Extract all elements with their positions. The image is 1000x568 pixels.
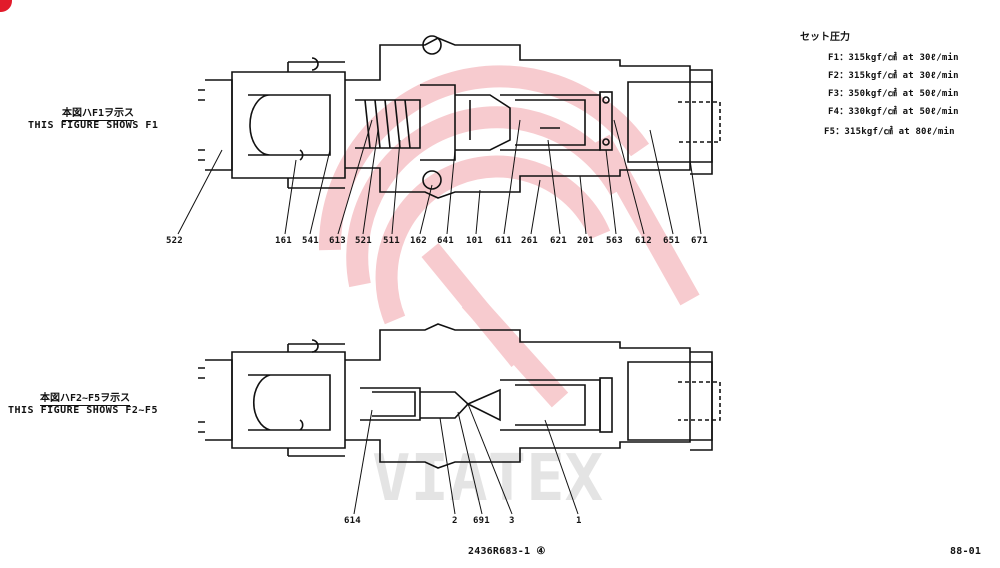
pressure-title: セット圧力: [800, 32, 850, 43]
pressure-row-f4: F4：330kgf/㎠ at 50ℓ/min: [828, 107, 959, 117]
part-label: 511: [383, 236, 400, 246]
part-label: 614: [344, 516, 361, 526]
part-label: 563: [606, 236, 623, 246]
leaders-top: [177, 119, 702, 235]
part-label: 611: [495, 236, 512, 246]
leaders-bottom: [353, 403, 579, 515]
pressure-row-f1: F1：315kgf/㎠ at 30ℓ/min: [828, 53, 959, 63]
part-label: 641: [437, 236, 454, 246]
caption-bottom-en: THIS FIGURE SHOWS F2~F5: [8, 405, 158, 416]
part-label: 162: [410, 236, 427, 246]
part-label: 691: [473, 516, 490, 526]
pressure-row-f5: F5：315kgf/㎠ at 80ℓ/min: [824, 127, 955, 137]
part-label: 521: [355, 236, 372, 246]
pressure-row-f3: F3：350kgf/㎠ at 50ℓ/min: [828, 89, 959, 99]
page-code: 88-01: [950, 546, 982, 557]
caption-top-en: THIS FIGURE SHOWS F1: [28, 120, 159, 131]
part-label: 522: [166, 236, 183, 246]
part-label: 3: [509, 516, 515, 526]
part-label: 101: [466, 236, 483, 246]
drawing-number: 2436R683-1 ④: [468, 546, 546, 557]
watermark-text: VIATEX: [372, 442, 603, 516]
caption-top-jp: 本図ハF1ヲ示ス: [62, 104, 135, 121]
caption-bottom-jp: 本図ハF2~F5ヲ示ス: [40, 389, 131, 406]
part-label: 1: [576, 516, 582, 526]
part-label: 612: [635, 236, 652, 246]
part-label: 621: [550, 236, 567, 246]
part-label: 541: [302, 236, 319, 246]
pressure-row-f2: F2：315kgf/㎠ at 30ℓ/min: [828, 71, 959, 81]
part-label: 161: [275, 236, 292, 246]
part-label: 671: [691, 236, 708, 246]
part-label: 613: [329, 236, 346, 246]
valve-top: [198, 35, 721, 199]
part-label: 2: [452, 516, 458, 526]
part-label: 651: [663, 236, 680, 246]
part-label: 261: [521, 236, 538, 246]
part-label: 201: [577, 236, 594, 246]
